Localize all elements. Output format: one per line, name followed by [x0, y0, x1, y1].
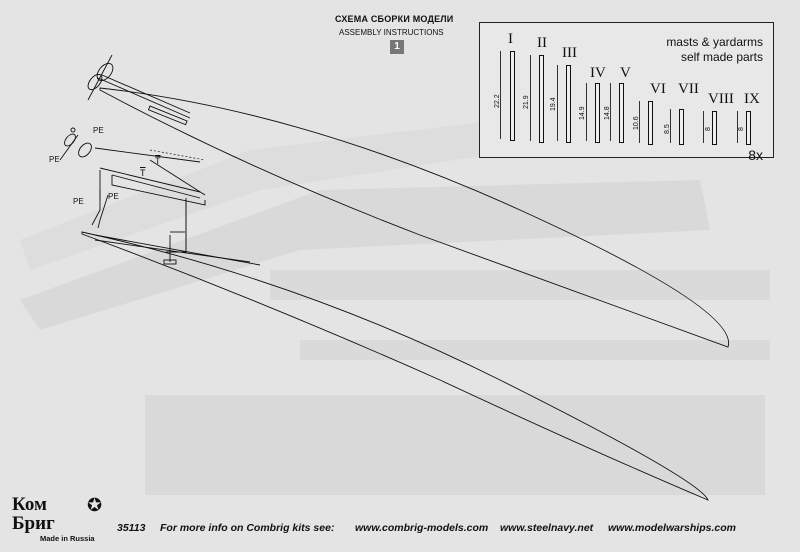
- part-length-7: 8.5: [664, 124, 671, 134]
- part-bar-8: [712, 111, 717, 145]
- part-length-8: 8: [705, 127, 712, 131]
- label-pe-3: PE: [73, 197, 84, 206]
- footer-info: For more info on Combrig kits see:: [160, 522, 335, 534]
- part-bar-1: [510, 51, 515, 141]
- sheet-number-badge: 1: [390, 40, 404, 54]
- part-length-2: 21.9: [523, 95, 530, 109]
- parts-box-title: masts & yardarms self made parts: [666, 35, 763, 65]
- made-in-label: Made in Russia: [40, 534, 95, 543]
- parts-box-title-line1: masts & yardarms: [666, 35, 763, 49]
- propeller-upper: [87, 54, 191, 126]
- part-length-4: 14.9: [579, 106, 586, 120]
- title-english: ASSEMBLY INSTRUCTIONS: [339, 28, 444, 37]
- link-modelwarships[interactable]: www.modelwarships.com: [608, 522, 736, 534]
- part-bar-2: [539, 55, 544, 143]
- footer: 35113 For more info on Combrig kits see:…: [0, 518, 800, 538]
- part-roman-4: IV: [590, 65, 606, 81]
- part-roman-1: I: [508, 31, 513, 47]
- part-bar-5: [619, 83, 624, 143]
- parts-box: masts & yardarms self made parts I 22.2 …: [479, 22, 774, 163]
- logo-line1: Ком: [12, 494, 47, 515]
- link-steelnavy[interactable]: www.steelnavy.net: [500, 522, 594, 534]
- part-bar-3: [566, 65, 571, 143]
- part-roman-2: II: [537, 35, 547, 51]
- part-roman-9: IX: [744, 91, 760, 107]
- part-bar-9: [746, 111, 751, 145]
- logo-line2: Бриг: [12, 513, 55, 534]
- label-t-1: T: [155, 156, 161, 166]
- part-length-5: 14.8: [604, 106, 611, 120]
- upper-spar: [99, 87, 730, 348]
- part-roman-8: VIII: [708, 91, 734, 107]
- part-bar-6: [648, 101, 653, 145]
- part-length-1: 22.2: [494, 94, 501, 108]
- part-roman-7: VII: [678, 81, 699, 97]
- title-russian: СХЕМА СБОРКИ МОДЕЛИ: [335, 14, 454, 24]
- parts-box-title-line2: self made parts: [680, 50, 763, 64]
- combrig-logo: Ком Бриг ✪ Made in Russia: [12, 494, 117, 544]
- label-t-2: T: [140, 168, 146, 178]
- part-length-6: 10.6: [633, 116, 640, 130]
- part-length-3: 19.4: [550, 97, 557, 111]
- star-icon: ✪: [87, 495, 103, 515]
- article-number: 35113: [117, 522, 146, 534]
- part-bar-7: [679, 109, 684, 145]
- label-pe-2: PE: [49, 155, 60, 164]
- link-combrig[interactable]: www.combrig-models.com: [355, 522, 489, 534]
- parts-count: 8x: [748, 147, 763, 163]
- part-roman-5: V: [620, 65, 631, 81]
- label-pe-1: PE: [93, 126, 104, 135]
- lower-spar: [81, 231, 709, 501]
- label-pe-4: PE: [108, 192, 119, 201]
- part-bar-4: [595, 83, 600, 143]
- part-roman-3: III: [562, 45, 577, 61]
- part-length-9: 8: [738, 127, 745, 131]
- part-roman-6: VI: [650, 81, 666, 97]
